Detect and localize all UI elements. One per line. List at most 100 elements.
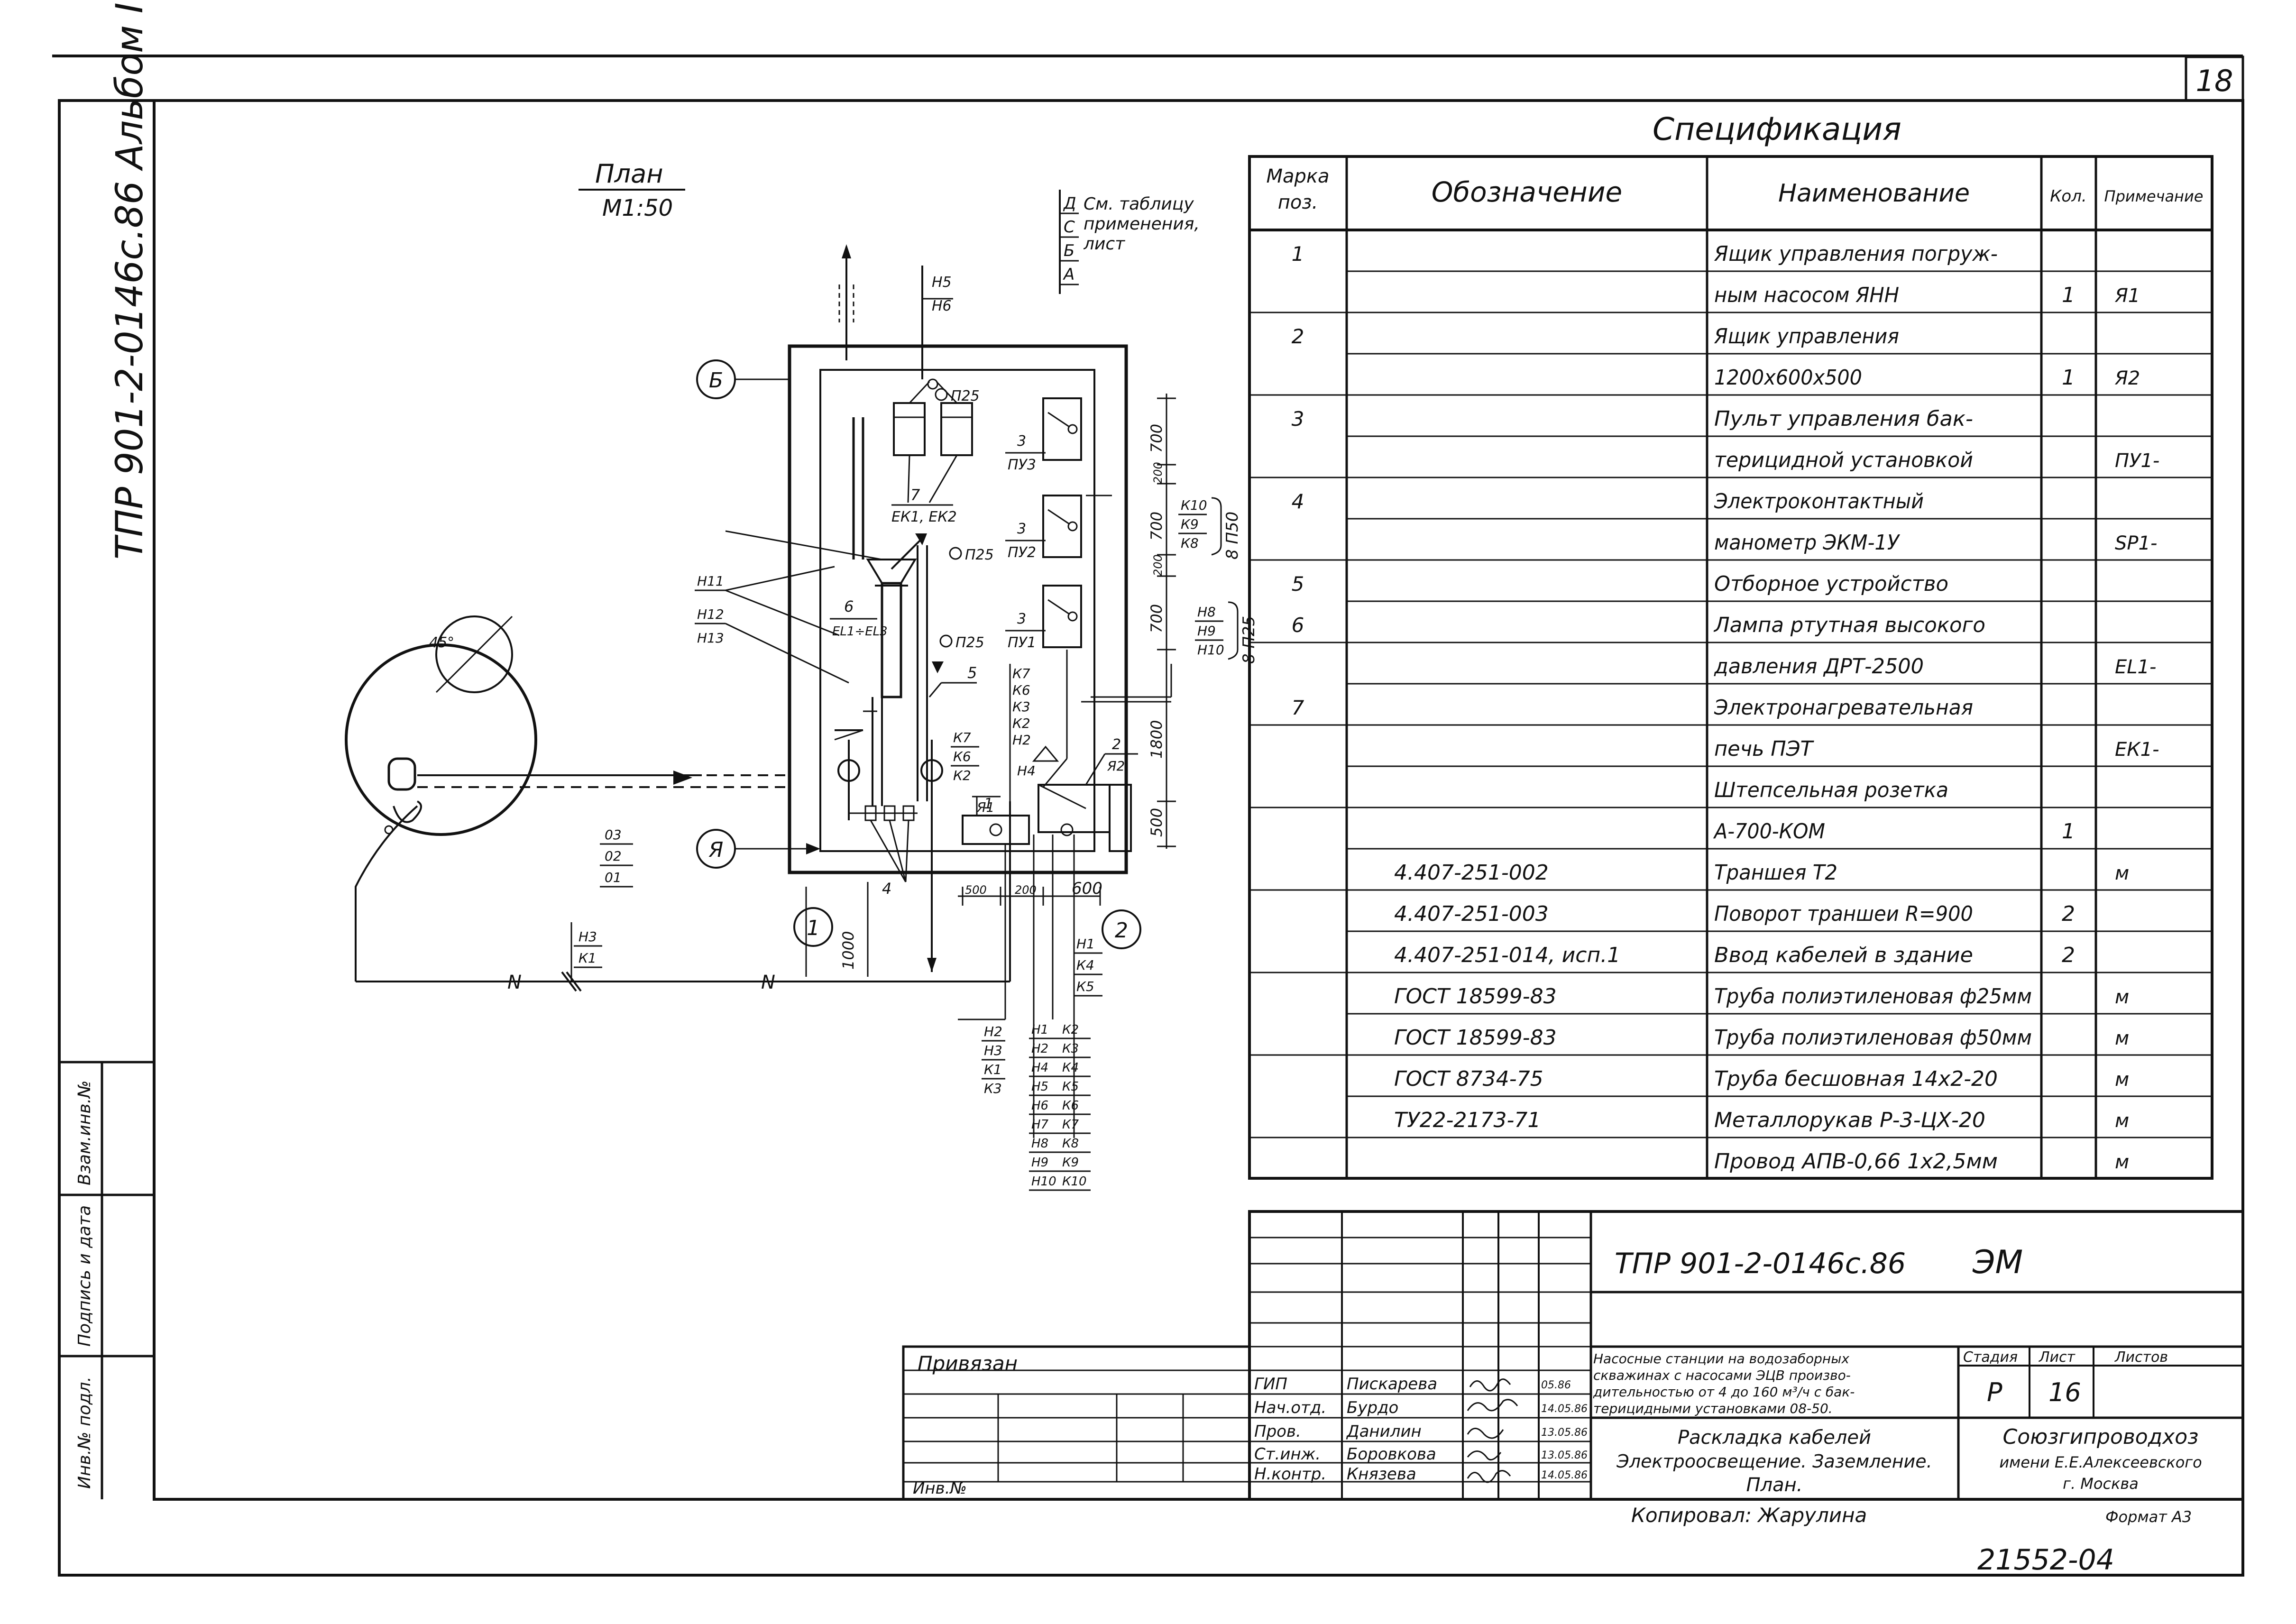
pos4-label: 4	[882, 880, 891, 898]
spec-cell-name: Электроконтактный	[1714, 489, 1924, 514]
date-prov: 13.05.86	[1541, 1427, 1588, 1439]
spec-cell-name: Поворот траншеи R=900	[1714, 902, 1973, 926]
spec-cell-note: ПУ1-	[2115, 450, 2159, 472]
plan-title: План	[595, 159, 663, 189]
org-name-sub: имени Е.Е.Алексеевского	[1999, 1453, 2202, 1471]
wire-02: 02	[605, 848, 622, 864]
hk-right-3: К5	[1062, 1080, 1079, 1094]
spec-header-mark: Марка	[1266, 165, 1329, 187]
org-city: г. Москва	[2063, 1475, 2139, 1493]
axis-a-label: Я	[708, 838, 724, 862]
dim-b500: 500	[965, 883, 987, 897]
spec-cell-mark: 6	[1292, 614, 1304, 637]
heater-pos: 7	[910, 486, 920, 504]
box-ya1: Я1	[976, 799, 994, 815]
wire-h5: Н5	[932, 274, 952, 291]
spec-cell-name: Труба бесшовная 14х2-20	[1714, 1067, 1998, 1091]
wire-h12: Н12	[697, 606, 724, 622]
hk-right-0: К2	[1062, 1023, 1079, 1037]
role-nach: Нач.отд.	[1254, 1398, 1326, 1417]
spec-cell-designation: ГОСТ 8734-75	[1394, 1067, 1543, 1091]
spec-cell-name: Отборное устройство	[1714, 572, 1948, 596]
wire-h9: Н9	[1197, 623, 1216, 639]
axis-2-label: 2	[1115, 918, 1128, 943]
doc-code: ТПР 901-2-0146с.86	[1615, 1247, 1906, 1280]
spec-cell-name: А-700-КОМ	[1713, 819, 1825, 844]
spec-header-1: Обозначение	[1432, 176, 1622, 208]
hk-left-5: Н7	[1031, 1118, 1049, 1132]
hk-right-8: К10	[1062, 1174, 1087, 1189]
spec-cell-name: 1200х600х500	[1714, 366, 1862, 390]
pos1-label: 1	[984, 796, 993, 812]
wire-03: 03	[605, 827, 622, 843]
doc-mark: ЭМ	[1972, 1244, 2023, 1281]
wire-h13: Н13	[697, 630, 724, 646]
table-note: См. таблицу применения, лист	[1084, 194, 1200, 254]
letter-d: Д	[1063, 194, 1076, 213]
spec-cell-name: Лампа ртутная высокого	[1713, 613, 1985, 637]
date-gip: 05.86	[1541, 1379, 1571, 1391]
dim-1000: 1000	[839, 931, 857, 970]
date-stinzh: 13.05.86	[1541, 1450, 1588, 1461]
spec-cell-name: давления ДРТ-2500	[1714, 654, 1924, 679]
project-title-1: скважинах с насосами ЭЦВ произво-	[1593, 1367, 1851, 1383]
spec-cell-designation: 4.407-251-014, исп.1	[1394, 943, 1620, 967]
spec-cell-name: Траншея Т2	[1714, 861, 1837, 885]
title-block: Привязан Инв.№ ТПР 901-2-0146с.86 ЭМ ГИП…	[902, 1210, 2244, 1501]
hk-right-5: К7	[1062, 1118, 1079, 1132]
spec-header-mark-2: поз.	[1278, 192, 1318, 213]
wire-h6: Н6	[932, 298, 952, 314]
wire-k1: К1	[579, 950, 597, 966]
spec-cell-mark: 7	[1292, 696, 1304, 719]
hk-left-0: Н1	[1031, 1023, 1048, 1037]
wire-h3: Н3	[579, 929, 597, 945]
outlet-p25-low: П25	[955, 634, 984, 651]
sheet-label: Лист	[2039, 1349, 2076, 1366]
role-stinzh: Ст.инж.	[1254, 1445, 1321, 1464]
privyazan-label: Привязан	[918, 1352, 1018, 1375]
angle-label: 45°	[429, 634, 454, 651]
hk-left-8: Н10	[1031, 1174, 1056, 1189]
dim-b600: 600	[1072, 879, 1102, 898]
pos3-pu2: 3	[1017, 521, 1026, 537]
spec-cell-qty: 1	[2062, 283, 2075, 307]
pu1-label: ПУ1	[1008, 634, 1036, 651]
spec-cell-designation: ТУ22-2173-71	[1394, 1108, 1541, 1132]
dim-500: 500	[1148, 808, 1166, 837]
letter-s: С	[1064, 218, 1075, 237]
spec-cell-designation: 4.407-251-002	[1394, 861, 1549, 885]
spec-cell-name: Труба полиэтиленовая ф25мм	[1714, 984, 2032, 1009]
wire-k9: К9	[1181, 516, 1199, 532]
wire-k7: К7	[1012, 666, 1030, 681]
hk-right-2: К4	[1062, 1061, 1079, 1075]
spec-cell-note: м	[2115, 1069, 2129, 1091]
plan-drawing: План М1:50 Д С Б А См. таблицу применени…	[345, 159, 1258, 1191]
side-label: ТПР 901-2-0146с.86 Альбом IV	[109, 0, 151, 560]
heater-group: ЕК1, ЕК2	[891, 509, 957, 525]
project-title-3: терицидными установками 08-50.	[1593, 1401, 1833, 1416]
spec-cell-note: SP1-	[2115, 532, 2157, 554]
date-nkontr: 14.05.86	[1541, 1469, 1588, 1481]
name-gip: Пискарева	[1347, 1375, 1437, 1394]
bracket-upper: 8 П50	[1223, 512, 1242, 560]
spec-cell-name: терицидной установкой	[1714, 448, 1973, 472]
spec-cell-name: Ввод кабелей в здание	[1714, 943, 1973, 967]
spec-header-4: Примечание	[2104, 187, 2204, 205]
spec-title: Спецификация	[1653, 111, 1901, 147]
dim-200-b: 200	[1151, 554, 1165, 576]
sheet-frame: 18 ТПР 901-2-0146с.86 Альбом IV Взам.инв…	[52, 0, 2244, 1577]
stage-value: Р	[1987, 1377, 2002, 1407]
wire-h1: Н1	[1076, 936, 1095, 952]
copied-by: Копировал: Жарулина	[1631, 1504, 1867, 1527]
name-prov: Данилин	[1346, 1422, 1422, 1441]
wire-k3-b: К3	[984, 1081, 1002, 1096]
wire-k4: К4	[1076, 957, 1094, 973]
spec-cell-qty: 2	[2062, 902, 2075, 926]
sheets-label: Листов	[2114, 1349, 2168, 1366]
wire-k6-b: К6	[953, 749, 971, 764]
inv-label: Инв.№	[913, 1479, 967, 1498]
axis-1-label: 1	[807, 916, 820, 940]
spec-header-3: Кол.	[2050, 187, 2086, 206]
sheet-title-2: План.	[1746, 1474, 1802, 1496]
